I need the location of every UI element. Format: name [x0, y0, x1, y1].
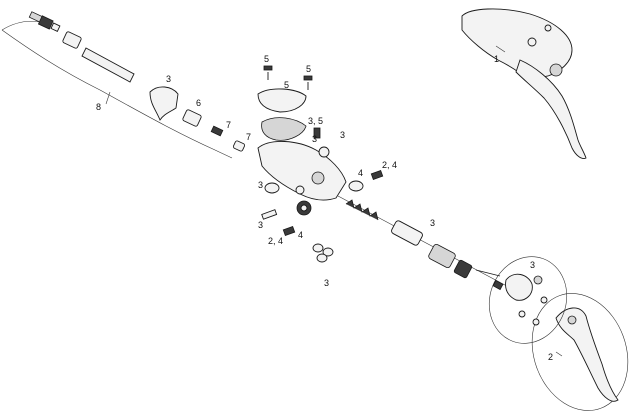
callout-6: 6 [196, 98, 201, 108]
pin-part [261, 209, 278, 220]
callout-5-b: 5 [284, 80, 289, 90]
adjust-screw-upper [370, 169, 384, 181]
bleed-screw-part [313, 127, 321, 139]
callout-3-washer: 3 [258, 180, 263, 190]
washer-left [264, 182, 280, 194]
leader-8 [105, 91, 111, 105]
push-rod-part [475, 269, 501, 277]
callout-3-piston: 3 [430, 218, 435, 228]
callout-7-b: 7 [246, 132, 251, 142]
callout-4-upper: 4 [358, 168, 363, 178]
hose-group-outline [1, 29, 233, 159]
callout-5-c: 5 [306, 64, 311, 74]
hose-group-outline-lower [1, 20, 41, 31]
callout-7-a: 7 [226, 120, 231, 130]
callout-3-port: 3 [340, 130, 345, 140]
adjust-screw-lower [282, 225, 296, 237]
callout-3-pin: 3 [258, 220, 263, 230]
compression-nut-part [182, 109, 202, 127]
bleed-port-part [318, 146, 330, 158]
callout-4-lower: 4 [298, 230, 303, 240]
reach-adjust-outline [488, 256, 568, 344]
olive-part-a [210, 125, 224, 137]
callout-3-5: 3, 5 [308, 116, 323, 126]
lever-blade-outline [531, 293, 629, 411]
olive-part-b [232, 140, 246, 152]
callout-2-4-upper: 2, 4 [382, 160, 397, 170]
callout-2: 2 [548, 352, 553, 362]
callout-3-bushing: 3 [324, 278, 329, 288]
hose-tube-part [81, 47, 135, 83]
reservoir-screw-left [263, 65, 273, 80]
piston-part [391, 220, 423, 246]
cam-gear-part [296, 200, 312, 216]
callout-3-bleed: 3 [312, 134, 317, 144]
callout-3-reach: 3 [530, 260, 535, 270]
callout-5-a: 5 [264, 54, 269, 64]
return-spring-part [345, 199, 379, 221]
leader-1 [495, 45, 506, 53]
reservoir-bladder-part [261, 117, 307, 141]
reservoir-cap-part [257, 88, 307, 113]
callout-3-barb: 3 [166, 74, 171, 84]
reservoir-screw-right [303, 75, 313, 90]
piston-seal-part [428, 243, 473, 279]
washer-right [348, 180, 364, 192]
complete-lever-assembly [461, 8, 587, 159]
bushing-set-part [312, 243, 334, 263]
hose-fitting-part [28, 11, 61, 33]
callout-8: 8 [96, 102, 101, 112]
reach-adjust-part [492, 273, 548, 326]
lever-blade-part [555, 307, 619, 402]
leader-2 [555, 351, 563, 357]
hose-insert-part [62, 31, 82, 49]
barb-cover-part [149, 86, 179, 121]
callout-2-4-lower: 2, 4 [268, 236, 283, 246]
callout-1: 1 [494, 54, 499, 64]
